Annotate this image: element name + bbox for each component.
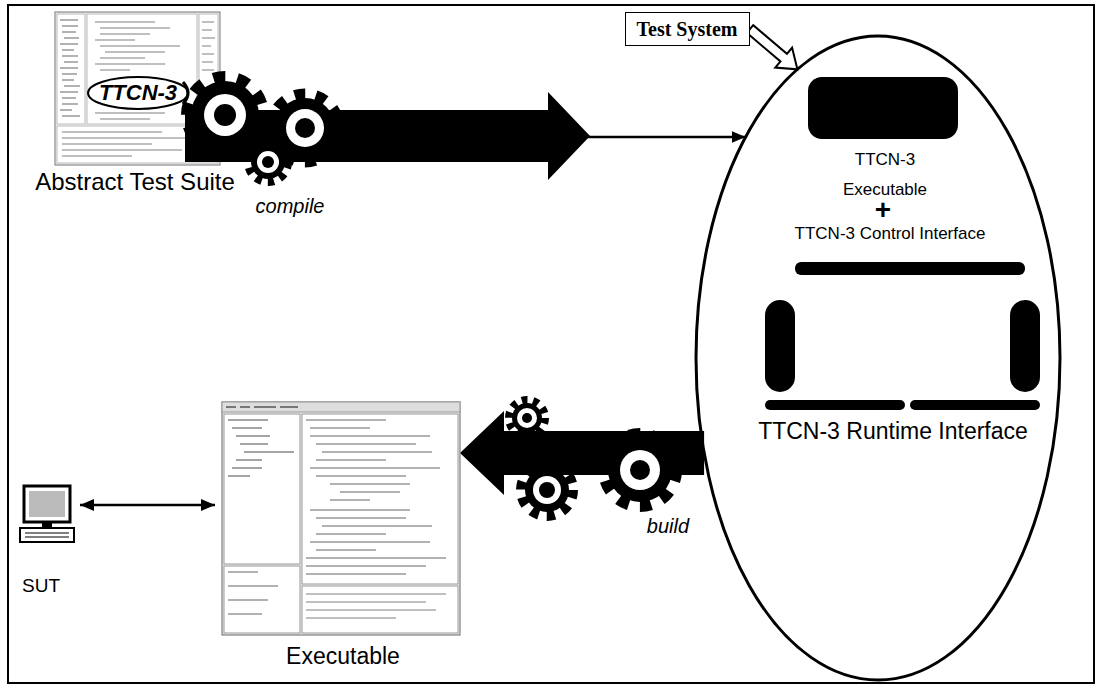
executable-screenshot: [306, 420, 446, 574]
gear-icon: [187, 77, 263, 153]
system-block: [765, 77, 1040, 410]
gear-icon: [604, 434, 676, 506]
executable-screenshot: [222, 402, 460, 635]
editor-screenshot: [87, 14, 197, 124]
editor-screenshot: [95, 22, 180, 119]
gear-icon: [204, 94, 246, 136]
gear-icon: [521, 464, 573, 516]
editor-screenshot: [202, 22, 215, 70]
gear-icon: [214, 104, 236, 126]
computer-icon: [24, 486, 70, 522]
gear-icon: [620, 450, 660, 490]
editor-screenshot: [60, 20, 80, 116]
executable-screenshot: [302, 414, 458, 584]
connector: [747, 25, 798, 69]
system-block: [808, 77, 958, 139]
gear-icon: [187, 77, 263, 153]
ellipse-outline: [696, 36, 1060, 680]
executable-screenshot: [228, 420, 294, 476]
edge-label: build: [647, 514, 689, 538]
editor-screenshot: [88, 77, 188, 109]
node-text: TTCN-3 Control Interface: [795, 224, 986, 244]
system-ellipse: TTCN-3 Executable+TTCN-3 Control Interfa…: [694, 34, 1062, 682]
caption-text: Executable: [286, 643, 400, 671]
screenshot-node: Executable: [215, 398, 460, 673]
screenshot-node: TTCN-3Abstract Test Suite: [20, 8, 255, 203]
logo-text: TTCN-3: [99, 80, 177, 106]
gear-icon: [533, 476, 561, 504]
callout-text: Test System: [637, 17, 738, 41]
gear-icon: [512, 403, 542, 433]
gear-icon: [275, 98, 335, 158]
gear-icon: [608, 438, 672, 502]
gear-icon: [248, 142, 288, 182]
executable-screenshot: [306, 594, 446, 618]
gear-icon: [286, 109, 324, 147]
gear-icon: [509, 400, 545, 436]
system-block: [765, 300, 795, 392]
caption-text: Abstract Test Suite: [35, 168, 235, 197]
executable-screenshot: [222, 402, 460, 635]
gear-icon: [509, 400, 545, 436]
callout-box: Test System: [625, 12, 750, 46]
caption-text: SUT: [22, 575, 60, 598]
computer-icon: [29, 491, 65, 517]
plus-sign: +: [875, 196, 891, 224]
computer-icon: [20, 486, 74, 542]
gear-icon: [248, 142, 288, 182]
executable-screenshot: [226, 406, 298, 408]
node-text: TTCN-3 Runtime Interface: [758, 418, 1028, 446]
gear-icon: [262, 156, 274, 168]
executable-screenshot: [222, 402, 460, 412]
editor-screenshot: [183, 82, 188, 104]
gear-icon: [525, 468, 569, 512]
executable-screenshot: [224, 566, 300, 633]
system-block: [795, 262, 1025, 275]
gear-icon: [517, 408, 537, 428]
computer-icon: [20, 528, 74, 542]
gear-icon: [251, 145, 285, 179]
gear-icon: [191, 81, 259, 149]
computer-node: SUT: [12, 478, 80, 600]
edge-label: compile: [256, 194, 325, 218]
system-block: [910, 400, 1040, 410]
executable-screenshot: [228, 572, 278, 614]
ellipse-outline: [694, 34, 1062, 682]
editor-screenshot: [57, 14, 85, 124]
editor-screenshot: [62, 132, 192, 156]
computer-icon: [25, 533, 69, 537]
gear-icon: [522, 413, 532, 423]
gear-icon: [521, 464, 573, 516]
gear-icon: [539, 482, 555, 498]
gear-icon: [257, 151, 279, 173]
gear-icon: [295, 118, 315, 138]
gear-icon: [630, 460, 650, 480]
executable-screenshot: [224, 414, 300, 564]
frame-border: [8, 5, 1094, 683]
system-block: [1010, 300, 1040, 392]
connector: [80, 504, 215, 507]
executable-screenshot: [302, 586, 458, 633]
gear-icon: [604, 434, 676, 506]
system-block: [765, 400, 905, 410]
